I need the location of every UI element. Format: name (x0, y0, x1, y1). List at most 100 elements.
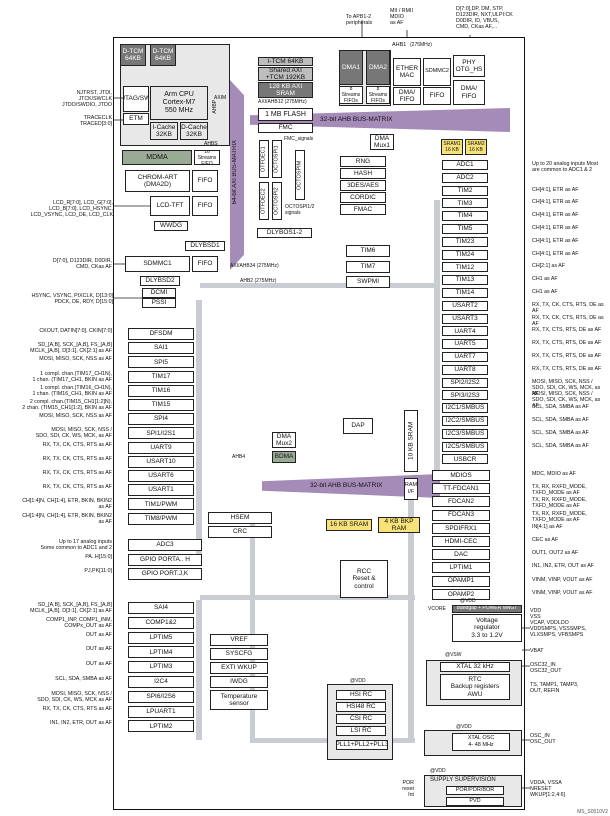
ahb1-freq: (275MHz) (410, 42, 432, 48)
vbat-signal: VBAT (530, 648, 544, 654)
signal-uart8: RX, TX, CTS, RTS, DE as AF (532, 365, 602, 372)
octospi1: OCTOSPI1 (272, 140, 282, 178)
vref: VREF (210, 634, 268, 646)
signal-opamp2: VINM, VINP, VOUT as AF (532, 589, 593, 596)
ahbs-label: AHBS (204, 141, 218, 147)
ether-mac: ETHER MAC (393, 58, 421, 86)
periph-mdios: MDIOS (432, 470, 490, 481)
periph-tim4: TIM4 (442, 211, 488, 222)
signal-dac: OUT1, OUT2 as AF (532, 550, 579, 557)
signal-tim8-pwm: CH[1:4]N, CH[1:4], ETR, BKIN, BKIN2 as A… (22, 512, 112, 525)
signal-usart1: RX, TX, CK, CTS, RTS as AF (42, 484, 112, 491)
signal-tim23: CH[4:1], ETR as AF (532, 237, 579, 244)
syscfg: SYSCFG (210, 648, 268, 660)
hsi-rc: HSI RC (336, 690, 386, 700)
periph-adc2: ADC2 (442, 172, 488, 183)
sram-16kb: 16 KB SRAM (326, 519, 372, 531)
signal-sai4: SD_[A,B], SCK_[A,B], FS_[A,B] MCLK_[A,B]… (30, 602, 112, 614)
vdd-power-label: @VDD (460, 598, 476, 604)
periph-gpio-porta-h: GPIO PORTA.. H (128, 553, 202, 566)
vcore-label: VCORE (428, 606, 446, 612)
signal-uart7: RX, TX, CTS, RTS, DE as AF (532, 353, 602, 359)
ahb-bus-matrix-mid-label: 32-bit AHB BUS-MATRIX (310, 482, 383, 489)
signal-tim13: CH1 as AF (532, 276, 558, 283)
periph-sai1: SAI1 (128, 342, 194, 355)
cortex-m7-cpu: Arm CPU Cortex-M7 550 MHz (150, 86, 208, 120)
periph-fdcan3: FDCAN3 (432, 509, 490, 521)
signal-uart5: RX, TX, CTS, RTS, DE as AF (532, 340, 602, 347)
xtal-osc: XTAL OSC 4- 48 MHz (452, 733, 510, 751)
lcd-tft: LCD-TFT (150, 196, 190, 216)
signal-i2c1-smbus: SCL, SDA, SMBA as AF (532, 404, 589, 411)
signal-lpuart1: RX, TX, CK, CTS, RTS as AF (42, 705, 112, 712)
fmac: FMAC (340, 204, 386, 215)
dlybsd1: DLYBSD1 (185, 241, 225, 251)
signal-tim3: CH[4:1], ETR as AF (532, 199, 579, 206)
3des-aes: 3DES/AES (340, 180, 386, 191)
signal-i2c3-smbus: SCL, SDA, SMBA as AF (532, 429, 589, 436)
axi-sram: 128 KB AXI SRAM (258, 82, 313, 98)
signal-tim24: CH[4:1], ETR as AF (532, 250, 579, 257)
hash: HASH (340, 168, 386, 179)
por-signals: POR reset Int (402, 780, 414, 798)
bandgap: Bandgap + POWER MNGT (452, 605, 522, 613)
periph-dfsdm: DFSDM (128, 328, 194, 340)
sdmmc2: SDMMC2 (423, 58, 451, 86)
fmc-signals: FMC_signals (284, 136, 314, 142)
periph-i2c2-smbus: I2C2/SMBUS (442, 416, 488, 426)
periph-hdmi-cec: HDMI-CEC (432, 536, 490, 547)
signal-usart10: RX, TX, CK, CTS, RTS as AF (42, 455, 112, 462)
csi-rc: CSI RC (336, 714, 386, 724)
voltage-regulator: Voltage regulator 3.3 to 1.2V (452, 614, 522, 642)
periph-lptim1: LPTIM1 (432, 562, 490, 574)
periph-spdifrx1: SPDIFRX1 (432, 522, 490, 534)
periph-spi5: SPI5 (128, 356, 194, 369)
rng: RNG (340, 156, 386, 167)
periph-tim5: TIM5 (442, 224, 488, 234)
periph-tim3: TIM3 (442, 198, 488, 209)
periph-lptim4: LPTIM4 (128, 646, 194, 659)
signal-adc3: Up to 17 analog inputs Some common to AD… (40, 539, 112, 551)
dlybsd2: DLYBSD2 (140, 276, 180, 286)
periph-tim24: TIM24 (442, 249, 488, 260)
vdd-supply-label: @VDD (430, 768, 446, 774)
periph-usart10: USART10 (128, 455, 194, 468)
signal-spi6-i2s6: MOSI, MISO, SCK, NSS / SDO, SDI, CK, WS,… (37, 690, 112, 703)
etm: ETM (123, 113, 149, 125)
signal-spdifrx1: IN[4:1] as AF (532, 523, 563, 530)
hsi48-rc: HSI48 RC (336, 702, 386, 712)
axi-bus-label: 64-bit AXI BUS-MATRIX (232, 140, 238, 205)
signal-mdios: MDC, MDIO as AF (532, 471, 576, 477)
signal-i2c5-smbus: SCL, SDA, SMBA as AF (532, 442, 589, 449)
dap: DAP (343, 418, 373, 434)
axi-ahb34-label: AXI/AHB34 (275MHz) (230, 263, 279, 269)
signal-tim17: 1 compl. chan.(TIM17_CH1N), 1 chan. (TIM… (32, 370, 112, 383)
otfdec2: OTFDEC2 (259, 182, 269, 220)
sram2: SRAM2 16 KB (465, 139, 487, 155)
ahb4-label: AHB4 (232, 454, 246, 460)
signal-lptim1: IN1, IN2, ETR, OUT as AF (532, 563, 595, 570)
trace-signals: TRACECLK TRACED[3:0] (79, 115, 112, 127)
periph-spi1-i2s1: SPI1/I2S1 (128, 427, 194, 440)
signal-tim2: CH[4:1], ETR as AF (532, 186, 579, 193)
signal-adc1: Up to 20 analog inputs Most are common t… (532, 161, 598, 173)
periph-spi3-i2s3: SPI3/I2S3 (442, 390, 488, 401)
osc-signals: OSC_IN OSC_OUT (530, 733, 556, 745)
periph-usart2: USART2 (442, 300, 488, 311)
phy-otg-hs: PHY OTG_HS (453, 55, 485, 77)
periph-tim8-pwm: TIM8/PWM (128, 512, 194, 525)
chromart-fifo: FIFO (192, 170, 218, 192)
ahb1-label: AHB1 (392, 42, 407, 48)
chromart: CHROM-ART (DMA2D) (125, 170, 190, 192)
signal-tim4: CH[4:1], ETR as AF (532, 212, 579, 219)
signal-spi5: MOSI, MISO, SCK, NSS as AF (39, 356, 112, 363)
icache: I-Cache 32KB (150, 122, 178, 140)
periph-adc3: ADC3 (128, 539, 202, 551)
periph-comp1-2: COMP1&2 (128, 616, 194, 629)
periph-tim2: TIM2 (442, 185, 488, 196)
cordic: CORDIC (340, 192, 386, 203)
periph-usart3: USART3 (442, 313, 488, 324)
signal-uart9: RX, TX, CK, CTS, RTS as AF (42, 441, 112, 448)
footer-code: MS_S0510V2 (577, 809, 608, 815)
vsw-label: @VSW (445, 652, 462, 658)
